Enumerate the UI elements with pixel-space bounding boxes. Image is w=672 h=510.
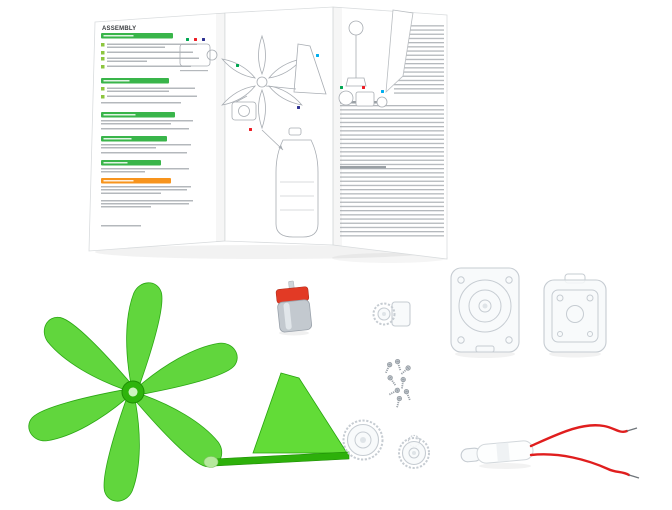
wire-1-bare-tip bbox=[626, 427, 638, 432]
gearbox-housing-front bbox=[450, 267, 520, 353]
gear-small bbox=[398, 434, 430, 469]
screws bbox=[382, 357, 414, 410]
section-bar-4-text bbox=[103, 138, 132, 140]
left-panel-motor-diagram bbox=[179, 38, 218, 72]
wire-1 bbox=[529, 424, 629, 448]
leaflet-right-content bbox=[338, 9, 444, 238]
step-text-lines bbox=[101, 43, 199, 227]
assembly-arrows bbox=[235, 95, 284, 151]
section-bar-3-text bbox=[103, 114, 136, 116]
manual-heading: ASSEMBLY bbox=[102, 26, 136, 32]
assembled-unit-drawing bbox=[345, 20, 367, 87]
rotor-hub-center bbox=[128, 387, 138, 397]
section-bar-6 bbox=[101, 178, 171, 184]
text-block-main bbox=[340, 104, 444, 238]
section-bar-4 bbox=[101, 136, 167, 142]
leaflet-shadow bbox=[95, 245, 435, 259]
bottle-drawing bbox=[275, 127, 319, 238]
led-body bbox=[460, 440, 534, 464]
instruction-leaflet: ASSEMBLY bbox=[88, 6, 448, 263]
led-shadow bbox=[479, 463, 531, 469]
fold-crease-left bbox=[216, 13, 225, 242]
subheading-line-2 bbox=[340, 166, 386, 169]
rod-drawing bbox=[265, 85, 297, 90]
section-bar-2 bbox=[101, 78, 169, 84]
tail-vane-assembly bbox=[203, 372, 350, 468]
wire-2 bbox=[529, 453, 631, 477]
wire-2-bare-tip bbox=[628, 474, 640, 479]
fan-line-drawing bbox=[221, 34, 303, 130]
leaflet-panel-left bbox=[88, 12, 226, 252]
gearbox-drawing bbox=[231, 101, 257, 121]
blade-drawing bbox=[385, 9, 414, 94]
middle-panel-markers bbox=[236, 54, 319, 131]
step-chips bbox=[101, 43, 105, 99]
tail-rod bbox=[212, 451, 350, 467]
section-bar-1-text bbox=[103, 35, 134, 37]
tail-vane-drawing bbox=[293, 43, 327, 95]
section-bar-1 bbox=[101, 33, 173, 39]
leaflet-middle-content bbox=[221, 34, 327, 238]
gearbox-housing-back bbox=[543, 273, 607, 353]
right-panel-part-drawings bbox=[338, 86, 388, 108]
tail-vane bbox=[252, 372, 348, 454]
led-module-with-wires bbox=[460, 424, 640, 479]
leaflet-left-content: ASSEMBLY bbox=[101, 26, 218, 227]
section-bar-2-text bbox=[103, 80, 130, 82]
motor-body bbox=[277, 299, 313, 333]
rotor-blades bbox=[28, 282, 238, 502]
section-bar-5-text bbox=[103, 162, 128, 164]
section-bar-5 bbox=[101, 160, 161, 166]
motor-pinion-gear bbox=[372, 301, 411, 327]
dc-motor bbox=[275, 280, 313, 333]
motor-highlight bbox=[283, 302, 292, 330]
led-holder-band bbox=[496, 442, 510, 463]
section-bar-6-text bbox=[103, 180, 134, 182]
section-bar-3 bbox=[101, 112, 175, 118]
gear-large bbox=[342, 419, 384, 461]
rotor-blade-set bbox=[28, 282, 238, 502]
tail-rod-tip bbox=[203, 456, 219, 468]
